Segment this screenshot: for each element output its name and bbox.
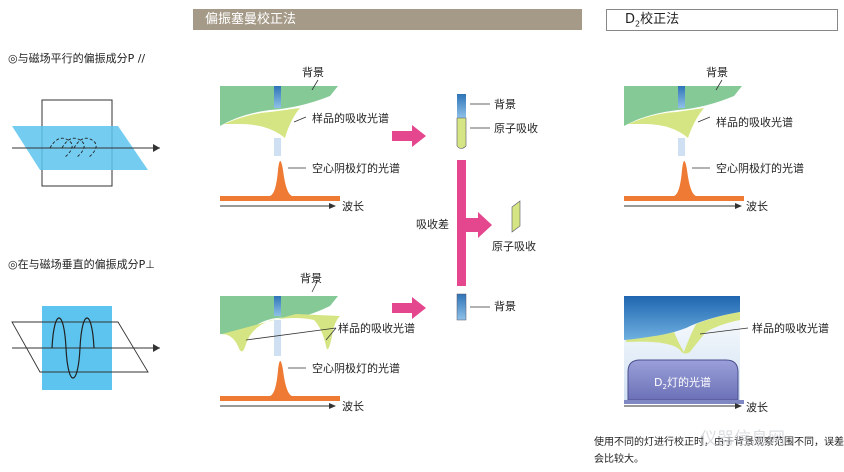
top-background-label: 背景 (302, 66, 324, 79)
bottom-sample-absorption-label: 样品的吸收光谱 (338, 322, 415, 335)
middle-bottom-background-label: 背景 (494, 300, 516, 313)
perpendicular-polarization-sketch (11, 306, 160, 390)
d2-lamp-spectrum-label: D2灯的光谱 (654, 376, 711, 394)
top-hollow-cathode-label: 空心阴极灯的光谱 (312, 162, 400, 175)
result-atomic-absorption-label: 原子吸收 (492, 240, 536, 253)
d2-bottom-diagram (624, 296, 749, 409)
d2-top-diagram (624, 79, 744, 209)
middle-top-atomic-label: 原子吸收 (494, 122, 538, 135)
middle-comparison (392, 94, 521, 321)
d2-top-hollow-cathode-label: 空心阴极灯的光谱 (716, 162, 804, 175)
bottom-wavelength-label: 波长 (342, 400, 364, 413)
parallel-component-title: ◎与磁场平行的偏振成分P // (8, 52, 146, 65)
perpendicular-component-title: ◎在与磁场垂直的偏振成分P⊥ (8, 258, 155, 271)
zeeman-method-header: 偏振塞曼校正法 (193, 9, 582, 30)
d2-top-background-label: 背景 (706, 66, 728, 79)
bottom-hollow-cathode-label: 空心阴极灯的光谱 (312, 362, 400, 375)
bottom-note: 使用不同的灯进行校正时，由于背景观察范围不同，误差会比较大。 (594, 437, 844, 465)
parallel-polarization-sketch (12, 99, 160, 187)
top-sample-absorption-label: 样品的吸收光谱 (312, 112, 389, 125)
d2-method-header: D2校正法 (606, 9, 838, 31)
d2-lamp-prefix: D (654, 376, 663, 389)
d2-header-prefix: D (625, 12, 636, 27)
d2-lamp-subscript: 2 (662, 383, 667, 392)
d2-top-wavelength-label: 波长 (746, 200, 768, 213)
top-wavelength-label: 波长 (342, 200, 364, 213)
bottom-zeeman-diagram (220, 279, 340, 409)
top-zeeman-diagram (220, 79, 340, 209)
bottom-background-label: 背景 (300, 272, 322, 285)
d2-lamp-suffix: 灯的光谱 (666, 376, 711, 389)
d2-top-sample-absorption-label: 样品的吸收光谱 (716, 116, 793, 129)
d2-bottom-sample-absorption-label: 样品的吸收光谱 (752, 322, 829, 335)
middle-top-background-label: 背景 (494, 98, 516, 111)
watermark-text: 仪器信息网 (700, 429, 785, 449)
d2-header-subscript: 2 (635, 19, 641, 29)
d2-header-suffix: 校正法 (640, 12, 680, 27)
absorption-difference-label: 吸收差 (416, 218, 449, 231)
d2-bottom-wavelength-label: 波长 (746, 401, 768, 414)
